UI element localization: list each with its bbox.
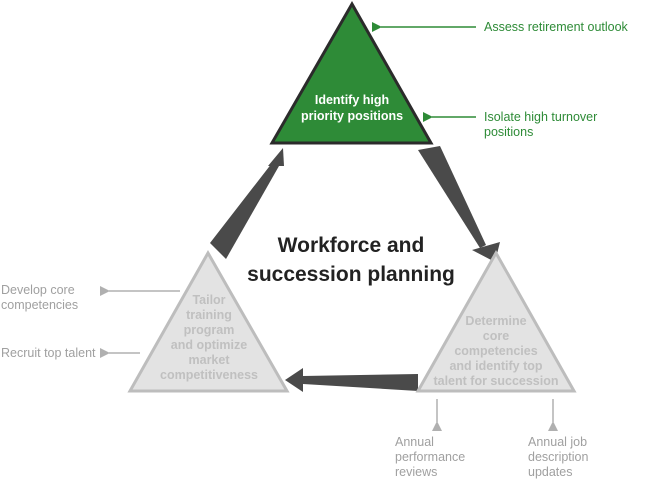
diagram-title-line-1: Workforce and — [278, 234, 425, 257]
note-job-line-2: description — [528, 450, 588, 464]
note-job-line-1: Annual job — [528, 435, 587, 449]
left-node-label-line-4: and optimize — [171, 338, 247, 352]
cycle-arrow-left-to-top — [210, 148, 284, 259]
note-performance-line-2: performance — [395, 450, 465, 464]
note-job-line-3: updates — [528, 465, 572, 479]
note-assess-retirement: Assess retirement outlook — [484, 20, 629, 34]
top-node-label-line-1: Identify high — [315, 93, 389, 107]
right-node-label-line-2: core — [483, 329, 509, 343]
note-isolate-line-1: Isolate high turnover — [484, 110, 597, 124]
note-performance-line-3: reviews — [395, 465, 437, 479]
note-isolate-line-2: positions — [484, 125, 533, 139]
note-performance-line-1: Annual — [395, 435, 434, 449]
cycle-arrow-top-to-right — [418, 146, 500, 262]
right-node-label-line-4: and identify top — [449, 359, 542, 373]
left-node-label-line-2: training — [186, 308, 232, 322]
left-node-label-line-1: Tailor — [192, 293, 225, 307]
left-node-label-line-3: program — [184, 323, 235, 337]
right-triangle — [415, 249, 577, 393]
top-node-label-line-2: priority positions — [301, 109, 403, 123]
note-develop-line-1: Develop core — [1, 283, 75, 297]
cycle-arrow-right-to-left — [285, 368, 418, 392]
left-node-label-line-6: competitiveness — [160, 368, 258, 382]
right-node-label-line-3: competencies — [454, 344, 537, 358]
note-develop-line-2: competencies — [1, 298, 78, 312]
note-recruit-top-talent: Recruit top talent — [1, 346, 96, 360]
top-triangle — [269, 0, 434, 145]
right-node-label-line-1: Determine — [465, 314, 526, 328]
left-triangle — [127, 249, 290, 393]
right-node-label-line-5: talent for succession — [433, 374, 558, 388]
left-node-label-line-5: market — [189, 353, 231, 367]
diagram-title-line-2: succession planning — [247, 263, 455, 286]
